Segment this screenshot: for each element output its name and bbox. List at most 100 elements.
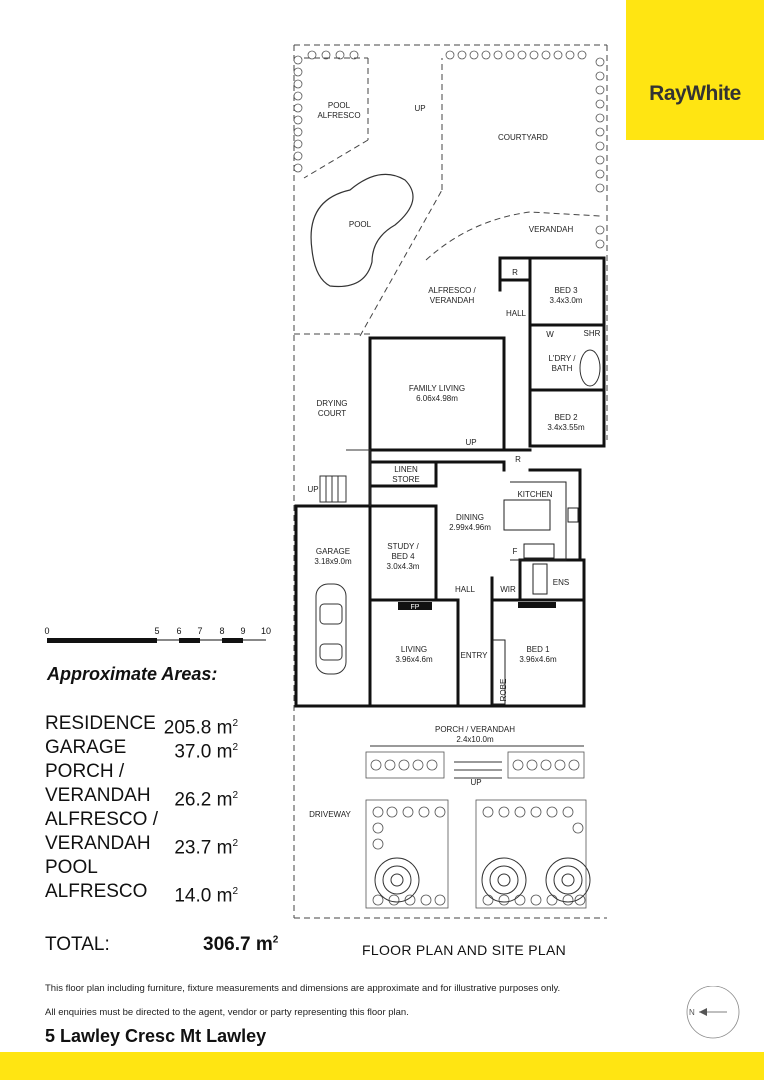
courtyard-label: COURTYARD <box>498 133 548 142</box>
scale-bar: 0 5 6 7 8 9 10 <box>44 626 271 643</box>
areas-title: Approximate Areas: <box>47 664 218 684</box>
shower-label: SHR <box>584 329 601 338</box>
scale-tick-10: 10 <box>261 626 271 636</box>
scale-tick-6: 6 <box>176 626 181 636</box>
drying-label-2: COURT <box>318 409 346 418</box>
up-label-side: UP <box>307 485 318 494</box>
scale-tick-8: 8 <box>219 626 224 636</box>
scale-tick-0: 0 <box>44 626 49 636</box>
linen-label-2: STORE <box>392 475 419 484</box>
up-label-top: UP <box>414 104 425 113</box>
family-label-1: FAMILY LIVING <box>409 384 465 393</box>
svg-text:L'DRY /BATH: L'DRY /BATH <box>548 354 576 373</box>
total-value: 306.7 m2 <box>203 934 279 955</box>
area-row-residence: RESIDENCE 205.8 m2 <box>45 713 238 739</box>
scale-tick-5: 5 <box>154 626 159 636</box>
linen-label-1: LINEN <box>394 465 418 474</box>
study-label-1: STUDY / <box>387 542 419 551</box>
entry-label: ENTRY <box>461 651 489 660</box>
up-label-front: UP <box>470 778 481 787</box>
area-row-alfresco: ALFRESCO / VERANDAH 23.7 m2 <box>45 808 285 858</box>
area-value: 26.2 <box>174 789 212 811</box>
robe-r-label-1: R <box>512 268 518 277</box>
washer-label: W <box>546 330 554 339</box>
area-label: ALFRESCO / <box>45 809 158 830</box>
pool-label: POOL <box>349 220 372 229</box>
living-label-2: 3.96x4.6m <box>395 655 433 664</box>
laundry-label-2: BATH <box>552 364 573 373</box>
bed3-label-2: 3.4x3.0m <box>550 296 583 305</box>
disclaimer-text: This floor plan including furniture, fix… <box>45 983 561 994</box>
svg-text:ALFRESCO /VERANDAH: ALFRESCO /VERANDAH <box>428 286 476 305</box>
enquiries-text: All enquiries must be directed to the ag… <box>45 1007 409 1018</box>
fridge-label: F <box>513 547 518 556</box>
area-label: GARAGE <box>45 737 127 758</box>
svg-text:STUDY /BED 43.0x4.3m: STUDY /BED 43.0x4.3m <box>387 542 420 571</box>
alfresco-label-2: VERANDAH <box>430 296 475 305</box>
kitchen-fittings <box>503 481 579 595</box>
up-label-family: UP <box>465 438 476 447</box>
study-label-2: BED 4 <box>391 552 415 561</box>
area-value: 14.0 <box>174 885 212 907</box>
family-label-2: 6.06x4.98m <box>416 394 458 403</box>
drying-label-1: DRYING <box>317 399 348 408</box>
tree-icons <box>374 857 591 903</box>
hall-top-label: HALL <box>506 309 527 318</box>
compass-icon: N <box>686 986 740 1039</box>
bed2-label-2: 3.4x3.55m <box>547 423 585 432</box>
scale-tick-7: 7 <box>197 626 202 636</box>
dining-label-1: DINING <box>456 513 484 522</box>
footer-bar <box>0 1052 764 1080</box>
svg-text:BED 33.4x3.0m: BED 33.4x3.0m <box>550 286 583 305</box>
site-boundary <box>293 44 608 919</box>
area-value: 205.8 <box>163 717 212 739</box>
kitchen-label: KITCHEN <box>517 490 552 499</box>
area-label-2: VERANDAH <box>45 785 151 806</box>
area-label-2: ALFRESCO <box>45 881 148 902</box>
scale-tick-9: 9 <box>240 626 245 636</box>
brand-logo-panel <box>626 0 764 140</box>
ensuite-label: ENS <box>553 578 569 587</box>
area-row-pool-alfresco: POOL ALFRESCO 14.0 m2 <box>45 856 285 907</box>
bed1-label-1: BED 1 <box>526 645 550 654</box>
porch-label-1: PORCH / VERANDAH <box>435 725 515 734</box>
robe-label: ROBE <box>499 679 508 702</box>
bathtub-icon <box>579 349 601 387</box>
dining-label-2: 2.99x4.96m <box>449 523 491 532</box>
laundry-label-1: L'DRY / <box>548 354 576 363</box>
bed2-label-1: BED 2 <box>554 413 578 422</box>
area-value: 37.0 <box>174 741 212 763</box>
plan-caption: FLOOR PLAN AND SITE PLAN <box>362 942 567 958</box>
property-address: 5 Lawley Cresc Mt Lawley <box>45 1026 267 1046</box>
car-icon <box>315 583 347 675</box>
porch <box>370 745 584 779</box>
study-label-3: 3.0x4.3m <box>387 562 420 571</box>
bed1-label-2: 3.96x4.6m <box>519 655 557 664</box>
alfresco-label-1: ALFRESCO / <box>428 286 476 295</box>
porch-label-2: 2.4x10.0m <box>456 735 494 744</box>
verandah-label: VERANDAH <box>529 225 574 234</box>
wir-label: WIR <box>500 585 516 594</box>
hall-label: HALL <box>455 585 476 594</box>
bed3-label-1: BED 3 <box>554 286 578 295</box>
area-row-garage: GARAGE 37.0 m2 <box>45 737 238 763</box>
area-label: POOL <box>45 857 98 878</box>
pool-alfresco-label-1: POOL <box>328 101 351 110</box>
hedge-shrubs <box>293 50 605 909</box>
svg-text:BED 23.4x3.55m: BED 23.4x3.55m <box>547 413 585 432</box>
robe-r-label-2: R <box>515 455 521 464</box>
total-label: TOTAL: <box>45 934 110 955</box>
compass-north-label: N <box>689 1008 695 1017</box>
pool-outline <box>310 173 414 288</box>
fireplace-label: FP <box>411 604 420 611</box>
brand-logo: RayWhite <box>649 82 741 105</box>
